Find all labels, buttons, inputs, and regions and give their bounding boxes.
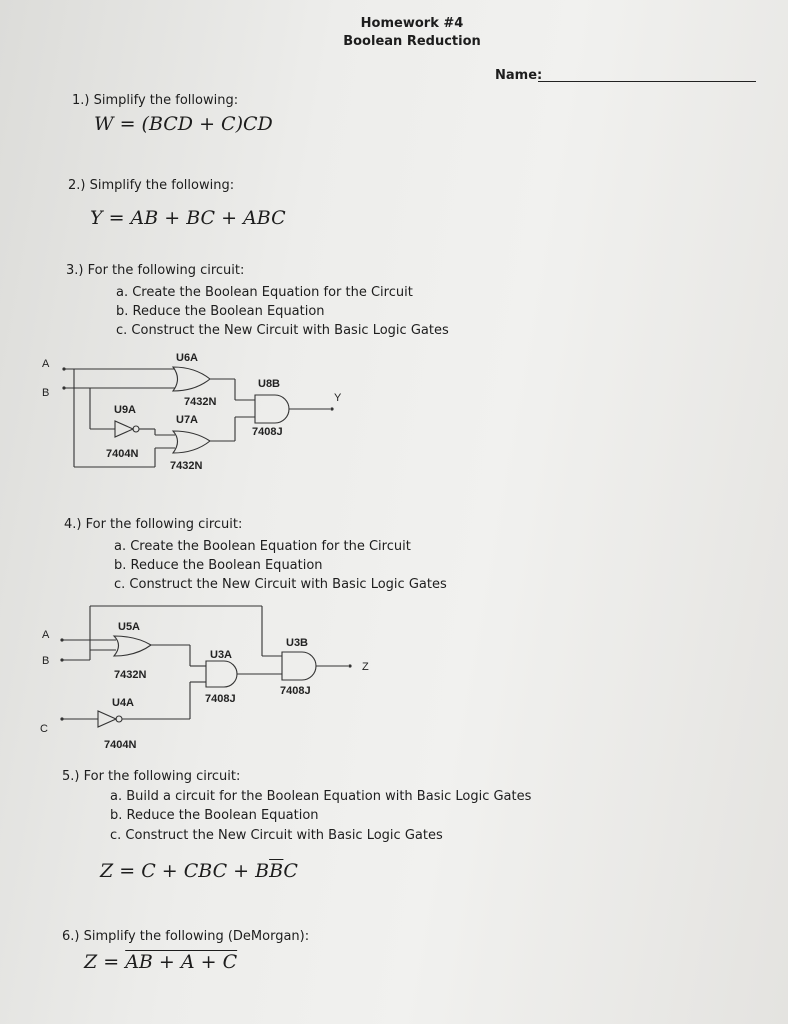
q2-equation: Y = AB + BC + ABC bbox=[90, 207, 286, 229]
q6-equation: Z = AB + A + C bbox=[84, 951, 238, 973]
q4-input-a-label: A bbox=[42, 629, 50, 641]
q4-u4a-not-gate bbox=[97, 710, 118, 728]
q3-u7a-label: U7A bbox=[176, 414, 198, 426]
q4-u5a-or-gate bbox=[112, 635, 152, 657]
q2-prompt: 2.) Simplify the following: bbox=[68, 178, 235, 193]
q4-item-b: b. Reduce the Boolean Equation bbox=[114, 558, 323, 573]
name-field[interactable] bbox=[538, 67, 756, 82]
q3-u9a-not-gate bbox=[114, 420, 135, 438]
q3-circuit-diagram: A B U6A 7432N U9A 7404N U7A 7432N U8B 74… bbox=[42, 352, 342, 472]
q4-u4a-part: 7404N bbox=[104, 739, 136, 751]
q3-item-c: c. Construct the New Circuit with Basic … bbox=[116, 323, 449, 338]
q1-prompt: 1.) Simplify the following: bbox=[72, 93, 239, 108]
q3-u7a-or-gate bbox=[171, 430, 211, 454]
q3-output-y-label: Y bbox=[334, 392, 342, 404]
q4-output-z-label: Z bbox=[362, 661, 369, 673]
homework-subtitle: Boolean Reduction bbox=[343, 34, 481, 49]
q4-u5a-part: 7432N bbox=[114, 669, 146, 681]
q3-u9a-part: 7404N bbox=[106, 448, 138, 460]
q4-u5a-label: U5A bbox=[118, 621, 140, 633]
q3-u9a-label: U9A bbox=[114, 404, 136, 416]
q4-prompt: 4.) For the following circuit: bbox=[64, 517, 243, 532]
q4-u3a-part: 7408J bbox=[205, 693, 236, 705]
q3-input-b-label: B bbox=[42, 387, 49, 399]
q4-item-a: a. Create the Boolean Equation for the C… bbox=[114, 539, 411, 554]
q3-u8b-label: U8B bbox=[258, 378, 280, 390]
q1-equation: W = (BCD + C)CD bbox=[94, 113, 273, 135]
q3-u7a-part: 7432N bbox=[170, 460, 202, 472]
q3-u6a-label: U6A bbox=[176, 352, 198, 364]
q5-equation: Z = C + CBC + BBC bbox=[100, 860, 298, 882]
q4-u3a-and-gate bbox=[205, 660, 238, 688]
q3-u6a-part: 7432N bbox=[184, 396, 216, 408]
q4-u3b-label: U3B bbox=[286, 637, 308, 649]
q4-u4a-label: U4A bbox=[112, 697, 134, 709]
q3-u8b-and-gate bbox=[254, 394, 290, 424]
q3-u6a-or-gate bbox=[171, 366, 211, 392]
q3-u8b-part: 7408J bbox=[252, 426, 283, 438]
q4-input-b-label: B bbox=[42, 655, 49, 667]
q5-item-b: b. Reduce the Boolean Equation bbox=[110, 808, 319, 823]
q4-item-c: c. Construct the New Circuit with Basic … bbox=[114, 577, 447, 592]
q5-item-a: a. Build a circuit for the Boolean Equat… bbox=[110, 789, 532, 804]
q5-prompt: 5.) For the following circuit: bbox=[62, 769, 241, 784]
name-label: Name: bbox=[495, 68, 543, 83]
q3-prompt: 3.) For the following circuit: bbox=[66, 263, 245, 278]
q4-u3a-label: U3A bbox=[210, 649, 232, 661]
q5-item-c: c. Construct the New Circuit with Basic … bbox=[110, 828, 443, 843]
q4-circuit-diagram: A B C U5A 7432N U4A 7404N U3A 7408J U3B … bbox=[40, 605, 369, 751]
q4-u3b-and-gate bbox=[281, 651, 317, 681]
homework-title: Homework #4 bbox=[360, 16, 464, 31]
q3-item-a: a. Create the Boolean Equation for the C… bbox=[116, 285, 413, 300]
q4-input-c-label: C bbox=[40, 723, 48, 735]
q3-item-b: b. Reduce the Boolean Equation bbox=[116, 304, 325, 319]
q3-input-a-label: A bbox=[42, 358, 50, 370]
q6-prompt: 6.) Simplify the following (DeMorgan): bbox=[62, 929, 310, 944]
q4-u3b-part: 7408J bbox=[280, 685, 311, 697]
